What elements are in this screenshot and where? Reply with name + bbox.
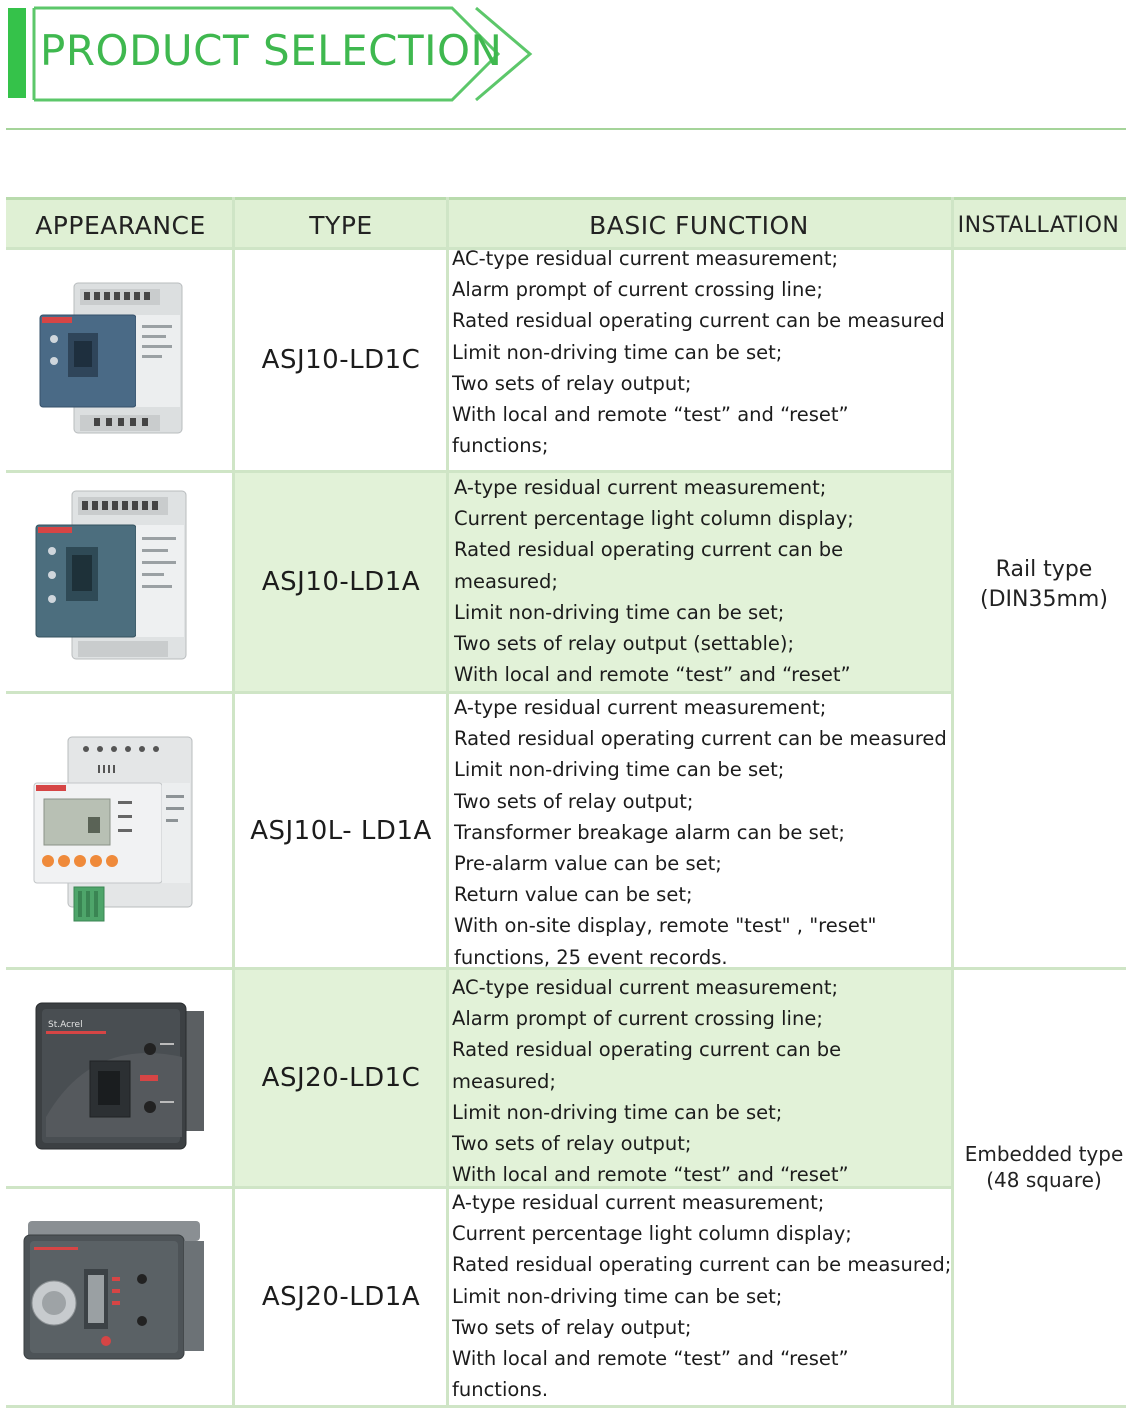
row-highlight: [447, 472, 951, 692]
function-line: Two sets of relay output (settable);: [454, 631, 795, 655]
function-line: With local and remote “test” and “reset”: [454, 663, 851, 687]
function-cell: A-type residual current measurement; Cur…: [452, 1187, 957, 1405]
row-highlight: [235, 969, 447, 1187]
installation-cell-embedded: Embedded type (48 square): [954, 1141, 1129, 1193]
grid-line: [6, 470, 954, 473]
type-cell: ASJ10-LD1C: [261, 345, 421, 375]
function-line: Rated residual operating current can be …: [452, 309, 945, 333]
installation-cell-rail: Rail type (DIN35mm): [954, 555, 1129, 615]
device-image-asj20-ld1c: St.Acrel: [35, 1002, 204, 1150]
grid-line: [6, 1405, 1126, 1408]
function-line: Alarm prompt of current crossing line;: [452, 278, 823, 302]
function-line: Rated residual operating current can be: [454, 538, 844, 562]
function-line: A-type residual current measurement;: [452, 1191, 825, 1214]
function-cell: AC-type residual current measurement; Al…: [452, 243, 957, 461]
grid-line: [6, 691, 954, 694]
row-highlight: [447, 969, 951, 1187]
device-image-asj10-ld1c: [39, 282, 183, 434]
function-cell: A-type residual current measurement; Cur…: [454, 472, 959, 690]
function-line: Alarm prompt of current crossing line;: [452, 1007, 823, 1031]
grid-line: [6, 967, 1126, 970]
function-line: Pre-alarm value can be set;: [454, 851, 722, 875]
function-line: functions.: [452, 1378, 549, 1402]
function-line: Rated residual operating current can be …: [454, 727, 947, 751]
svg-text:St.Acrel: St.Acrel: [48, 1020, 83, 1030]
function-line: Return value can be set;: [454, 883, 693, 907]
function-line: functions;: [452, 434, 549, 458]
function-line: With on-site display, remote "test" , "r…: [454, 914, 877, 938]
type-cell: ASJ20-LD1A: [261, 1282, 421, 1312]
function-cell: A-type residual current measurement; Rat…: [454, 692, 959, 973]
function-line: Transformer breakage alarm can be set;: [454, 820, 845, 844]
function-line: Rated residual operating current can be …: [452, 1253, 952, 1277]
grid-line: [951, 197, 954, 1408]
device-image-asj10-ld1a: [35, 490, 187, 660]
function-line: With local and remote “test” and “reset”: [452, 1163, 849, 1187]
function-line: Limit non-driving time can be set;: [454, 600, 785, 624]
page-title: PRODUCT SELECTION: [40, 26, 503, 75]
column-header-basic-function: BASIC FUNCTION: [589, 210, 809, 240]
installation-line: Embedded type: [964, 1142, 1124, 1166]
banner-arrow-outline: [32, 6, 533, 102]
function-line: Current percentage light column display;: [452, 1222, 852, 1246]
grid-line: [232, 197, 235, 1408]
installation-line: Rail type: [995, 557, 1093, 582]
function-line: With local and remote “test” and “reset”: [452, 1346, 849, 1370]
grid-line: [446, 197, 449, 1408]
installation-line: (48 square): [986, 1168, 1102, 1192]
device-image-asj10l-ld1a: [33, 736, 193, 922]
function-line: Limit non-driving time can be set;: [452, 1284, 783, 1308]
function-line: functions, 25 event records.: [454, 945, 728, 969]
installation-line: (DIN35mm): [980, 587, 1108, 612]
section-banner: PRODUCT SELECTION: [0, 0, 1129, 130]
device-image-asj20-ld1a: [23, 1221, 204, 1360]
grid-line: [6, 247, 1126, 250]
row-highlight: [235, 472, 447, 692]
function-line: A-type residual current measurement;: [454, 476, 827, 499]
function-line: AC-type residual current measurement;: [452, 247, 839, 270]
column-header-appearance: APPEARANCE: [35, 210, 206, 240]
function-line: AC-type residual current measurement;: [452, 976, 839, 999]
function-line: Limit non-driving time can be set;: [454, 758, 785, 782]
column-header-installation: INSTALLATION: [957, 212, 1120, 238]
function-cell: AC-type residual current measurement; Al…: [452, 972, 957, 1190]
banner-divider: [6, 128, 1126, 130]
function-line: Limit non-driving time can be set;: [452, 1100, 783, 1124]
column-header-type: TYPE: [309, 210, 373, 240]
function-line: Two sets of relay output;: [452, 371, 692, 395]
type-cell: ASJ10L- LD1A: [250, 815, 432, 846]
function-line: Rated residual operating current can be: [452, 1038, 842, 1062]
function-line: Two sets of relay output;: [452, 1131, 692, 1155]
table-header: APPEARANCE TYPE BASIC FUNCTION INSTALLAT…: [6, 197, 1126, 247]
function-line: Limit non-driving time can be set;: [452, 340, 783, 364]
function-line: With local and remote “test” and “reset”: [452, 402, 849, 426]
function-line: measured;: [454, 569, 558, 593]
function-line: measured;: [452, 1069, 556, 1093]
banner-accent-bar: [8, 8, 26, 98]
type-cell: ASJ20-LD1C: [261, 1063, 421, 1093]
type-cell: ASJ10-LD1A: [261, 567, 421, 597]
function-line: Two sets of relay output;: [454, 789, 694, 813]
function-line: Two sets of relay output;: [452, 1315, 692, 1339]
grid-line: [6, 1186, 954, 1189]
function-line: Current percentage light column display;: [454, 507, 854, 531]
function-line: A-type residual current measurement;: [454, 696, 827, 719]
